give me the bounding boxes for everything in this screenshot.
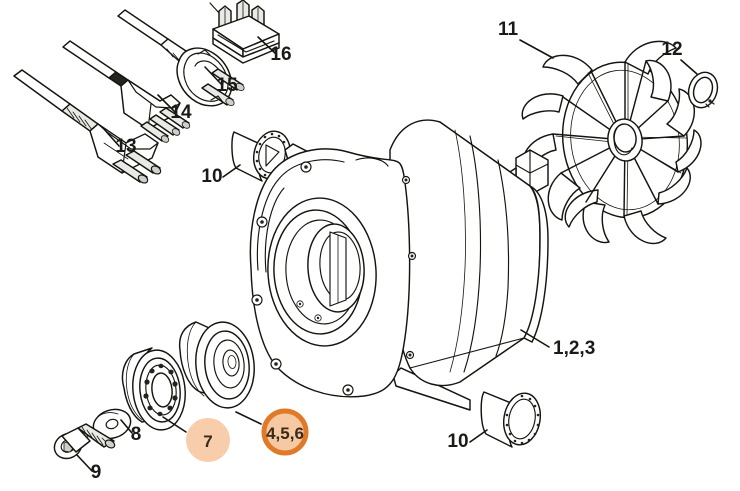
highlight-badges bbox=[186, 408, 309, 462]
part-bearing-cover-flange bbox=[178, 321, 255, 409]
callout-label-14: 14 bbox=[170, 102, 192, 123]
callout-label-15: 15 bbox=[216, 75, 238, 96]
callout-label-10-upper: 10 bbox=[201, 166, 222, 187]
part-power-cord-plug-uk bbox=[209, 0, 280, 64]
callout-label-13: 13 bbox=[115, 136, 136, 157]
callout-label-8: 8 bbox=[131, 424, 142, 445]
part-power-cord-plug-swiss bbox=[62, 40, 191, 143]
leader-lines bbox=[76, 36, 698, 472]
part-carbon-brush-cap-lower bbox=[480, 391, 542, 448]
callout-labels: 13 14 15 16 11 12 10 1,2,3 10 9 8 7 4,5,… bbox=[91, 19, 683, 483]
callout-label-12: 12 bbox=[661, 39, 682, 60]
leader-4-5-6 bbox=[235, 411, 262, 425]
leader-10-lower bbox=[469, 429, 488, 443]
leader-1-2-3 bbox=[520, 329, 550, 348]
part-power-cord-plug-europlug bbox=[13, 69, 162, 184]
leader-12 bbox=[680, 59, 698, 75]
leader-10-upper bbox=[222, 164, 241, 178]
callout-label-9: 9 bbox=[91, 462, 102, 483]
part-cooling-fan bbox=[521, 40, 702, 245]
callout-label-1-2-3: 1,2,3 bbox=[553, 338, 595, 359]
callout-label-10-lower: 10 bbox=[447, 431, 468, 452]
badge-circle-4-5-6[interactable] bbox=[261, 408, 309, 456]
part-ball-bearing bbox=[121, 347, 186, 431]
leader-14 bbox=[157, 94, 176, 113]
part-motor-housing-assembly bbox=[249, 119, 549, 411]
badge-label-7: 7 bbox=[203, 432, 212, 451]
leader-7 bbox=[162, 416, 187, 433]
leader-11 bbox=[519, 39, 554, 59]
leader-13 bbox=[103, 128, 120, 147]
leader-16 bbox=[257, 36, 277, 55]
badge-circle-7[interactable] bbox=[186, 418, 230, 462]
part-power-cord-plug-schuko bbox=[117, 9, 245, 107]
part-retaining-ring bbox=[687, 71, 719, 109]
badge-label-4-5-6: 4,5,6 bbox=[266, 424, 304, 443]
callout-label-11: 11 bbox=[498, 19, 519, 40]
callout-label-16: 16 bbox=[270, 44, 291, 65]
leader-15 bbox=[204, 66, 223, 86]
leader-9 bbox=[76, 454, 93, 472]
part-socket-head-screw bbox=[53, 423, 116, 460]
leader-8 bbox=[120, 419, 133, 434]
